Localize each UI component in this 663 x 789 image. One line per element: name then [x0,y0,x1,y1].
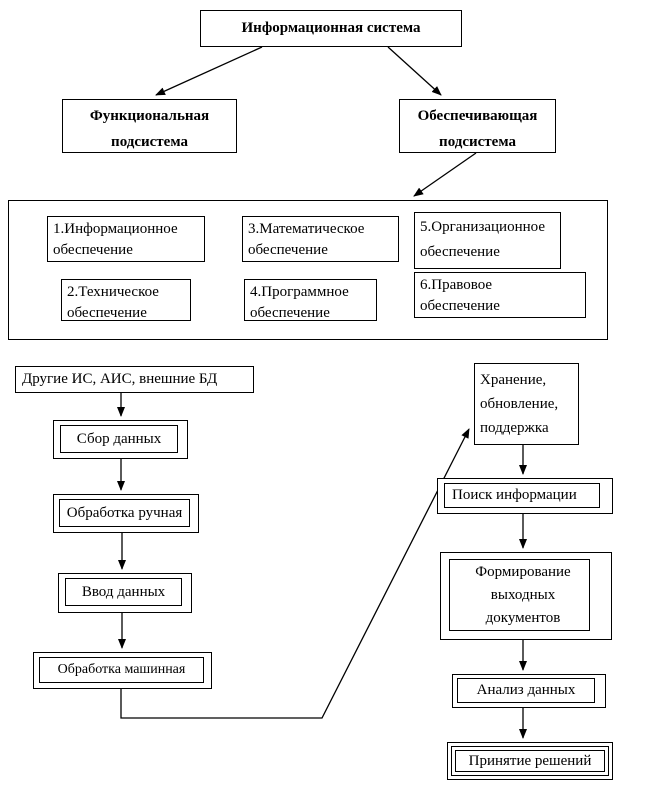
node-data-collection: Сбор данных [53,420,188,459]
node-providing-subsystem: Обеспечивающая подсистема [399,99,556,153]
node-component-technical-support: 2.Техническое обеспечение [61,279,191,321]
arrow-providing-to-components [413,152,477,197]
node-output-documents: Формирование выходных документов [440,552,612,640]
node-manual-processing: Обработка ручная [53,494,199,533]
node-output-documents-label: Формирование выходных документов [449,559,590,631]
node-component-information-support: 1.Информационное обеспечение [47,216,205,262]
node-manual-processing-label: Обработка ручная [59,499,190,527]
arrow-root-to-functional [155,46,263,96]
node-data-analysis: Анализ данных [452,674,606,708]
node-component-software-support: 4.Программное обеспечение [244,279,377,321]
node-information-search-label: Поиск информации [444,483,600,508]
node-data-input-label: Ввод данных [65,578,182,606]
node-external-sources: Другие ИС, АИС, внешние БД [15,366,254,393]
node-data-collection-label: Сбор данных [60,425,178,453]
node-machine-processing-label: Обработка машинная [39,657,204,683]
node-decision-making-frame: Принятие решений [451,746,609,776]
node-component-legal-support: 6.Правовое обеспечение [414,272,586,318]
node-information-search: Поиск информации [437,478,613,514]
arrow-root-to-providing [387,46,442,96]
node-machine-processing: Обработка машинная [33,652,212,689]
node-storage-update-support: Хранение, обновление, поддержка [474,363,579,445]
node-functional-subsystem: Функциональная подсистема [62,99,237,153]
node-decision-making-label: Принятие решений [455,750,605,772]
node-component-organizational-support: 5.Организационное обеспечение [414,212,561,269]
node-component-mathematical-support: 3.Математическое обеспечение [242,216,399,262]
node-information-system: Информационная система [200,10,462,47]
node-data-analysis-label: Анализ данных [457,678,595,703]
node-decision-making: Принятие решений [447,742,613,780]
node-data-input: Ввод данных [58,573,192,613]
